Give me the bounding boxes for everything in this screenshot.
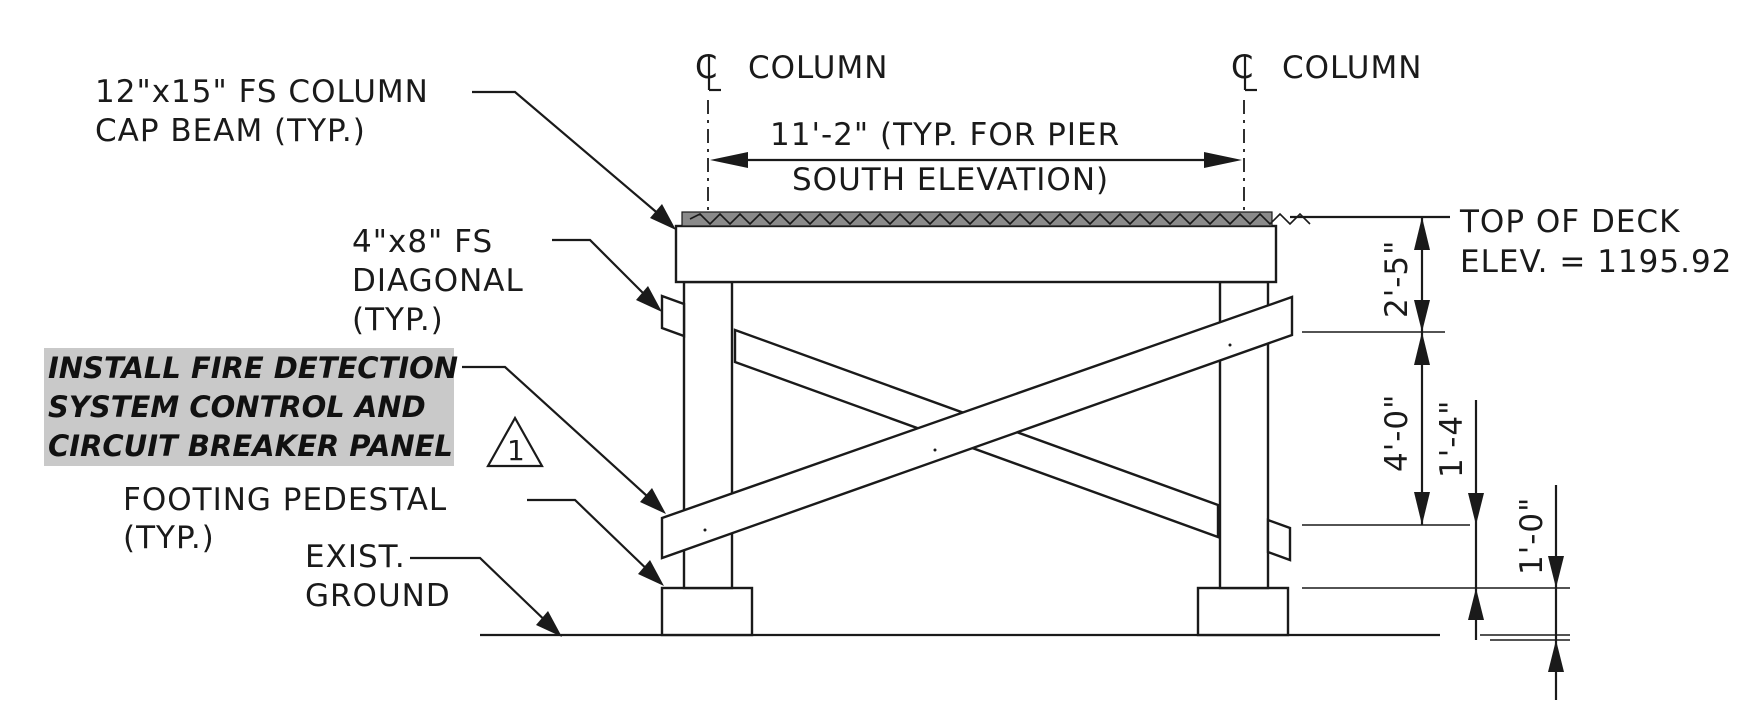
revision-triangle: 1 (486, 415, 544, 468)
span-arrow-right (1204, 152, 1242, 168)
pedestal-label-line2: (TYP.) (123, 520, 215, 556)
dim-text-upper: 2'-5" (1379, 240, 1415, 318)
centerline-symbol-right: C (1231, 48, 1257, 92)
dim-text-middle: 4'-0" (1379, 394, 1415, 472)
svg-text:C: C (1231, 48, 1254, 86)
fire-note-leader (462, 365, 659, 507)
cap-beam-leader (472, 90, 669, 223)
diagonal-brace-back-end (1266, 518, 1292, 562)
cap-beam-label-line2: CAP BEAM (TYP.) (95, 113, 366, 149)
dim-text-pedestal: 1'-0" (1514, 497, 1550, 575)
deck-elevation-line1: TOP OF DECK (1459, 204, 1680, 240)
diagonal-leader (552, 238, 656, 306)
diagonal-label-line1: 4"x8" FS (352, 224, 493, 260)
footing-pedestal-left (660, 586, 754, 637)
ground-leader (410, 556, 556, 631)
column-label-right: COLUMN (1282, 50, 1422, 86)
dim-text-brace-offset: 1'-4" (1434, 400, 1470, 478)
span-dimension-text-line2: SOUTH ELEVATION) (792, 162, 1109, 198)
pedestal-label-line1: FOOTING PEDESTAL (123, 482, 447, 518)
ground-label-line1: EXIST. (305, 539, 406, 575)
diagonal-brace-left-stub (660, 294, 686, 338)
centerline-symbol-left: C (695, 48, 721, 92)
fire-note-line3: CIRCUIT BREAKER PANEL (48, 429, 453, 463)
pedestal-leader (527, 498, 657, 579)
footing-pedestal-right (1196, 586, 1290, 637)
ground-label-line2: GROUND (305, 578, 451, 614)
span-arrow-left (710, 152, 748, 168)
svg-text:C: C (695, 48, 718, 86)
column-label-left: COLUMN (748, 50, 888, 86)
diagonal-label-line2: DIAGONAL (352, 263, 524, 299)
revision-number: 1 (507, 434, 526, 467)
fire-note-line1: INSTALL FIRE DETECTION (48, 351, 458, 385)
fire-note-highlight (44, 348, 454, 466)
diagonal-brace-front (660, 295, 1294, 560)
fire-note-line2: SYSTEM CONTROL AND (48, 390, 426, 424)
diagonal-label-line3: (TYP.) (352, 302, 444, 338)
deck-elevation-line2: ELEV. = 1195.92 (1460, 244, 1732, 280)
span-dimension-text-line1: 11'-2" (TYP. FOR PIER (770, 117, 1120, 153)
cap-beam (674, 224, 1278, 284)
cap-beam-label-line1: 12"x15" FS COLUMN (95, 74, 429, 110)
